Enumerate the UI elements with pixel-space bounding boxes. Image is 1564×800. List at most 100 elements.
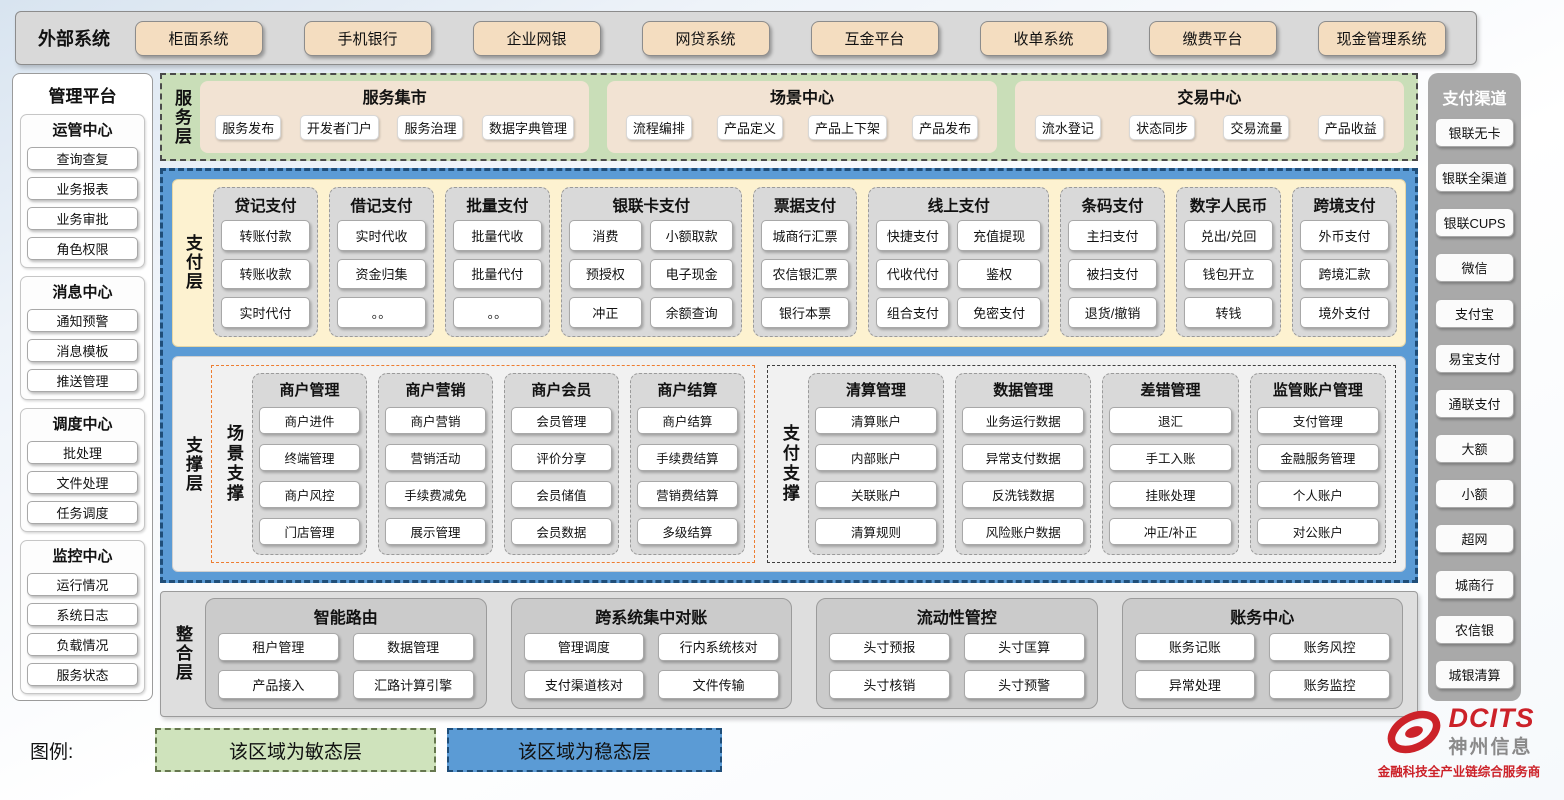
management-item-button[interactable]: 推送管理: [27, 369, 138, 392]
support-item-button[interactable]: 个人账户: [1256, 481, 1379, 508]
integration-item-button[interactable]: 行内系统核对: [658, 632, 779, 661]
support-item-button[interactable]: 对公账户: [1256, 518, 1379, 545]
support-item-button[interactable]: 清算账户: [814, 407, 938, 434]
support-item-button[interactable]: 反洗钱数据: [962, 481, 1085, 508]
payment-item-button[interactable]: 主扫支付: [1068, 220, 1158, 251]
payment-item-button[interactable]: 外币支付: [1300, 220, 1389, 251]
integration-item-button[interactable]: 异常处理: [1134, 670, 1256, 699]
service-item-button[interactable]: 产品上下架: [808, 115, 888, 140]
payment-item-button[interactable]: 充值提现: [957, 220, 1042, 251]
integration-item-button[interactable]: 汇路计算引擎: [352, 670, 474, 699]
support-item-button[interactable]: 冲正/补正: [1109, 518, 1232, 545]
payment-item-button[interactable]: 境外支付: [1300, 297, 1389, 328]
payment-item-button[interactable]: 被扫支付: [1068, 258, 1158, 290]
integration-item-button[interactable]: 头寸预警: [963, 670, 1085, 699]
support-item-button[interactable]: 门店管理: [259, 518, 360, 545]
payment-item-button[interactable]: 兑出/兑回: [1184, 220, 1273, 251]
management-item-button[interactable]: 查询查复: [27, 147, 138, 170]
external-system-button[interactable]: 缴费平台: [1148, 20, 1277, 56]
management-item-button[interactable]: 业务报表: [27, 177, 138, 200]
payment-item-button[interactable]: 余额查询: [649, 297, 734, 328]
payment-channel-button[interactable]: 易宝支付: [1435, 343, 1514, 373]
service-item-button[interactable]: 流水登记: [1034, 115, 1101, 140]
payment-item-button[interactable]: 跨境汇款: [1300, 258, 1389, 290]
payment-item-button[interactable]: 批量代收: [452, 220, 542, 251]
payment-item-button[interactable]: 消费: [568, 220, 642, 251]
support-item-button[interactable]: 评价分享: [510, 444, 612, 471]
payment-channel-button[interactable]: 支付宝: [1435, 298, 1514, 328]
payment-item-button[interactable]: 组合支付: [876, 297, 950, 328]
support-item-button[interactable]: 异常支付数据: [962, 444, 1085, 471]
management-item-button[interactable]: 通知预警: [27, 309, 138, 332]
external-system-button[interactable]: 现金管理系统: [1317, 20, 1446, 56]
payment-channel-button[interactable]: 银联无卡: [1435, 118, 1514, 147]
payment-item-button[interactable]: 代收代付: [876, 258, 950, 290]
payment-item-button[interactable]: 。。: [336, 297, 426, 328]
integration-item-button[interactable]: 头寸匡算: [963, 632, 1085, 661]
integration-item-button[interactable]: 头寸预报: [829, 632, 950, 661]
support-item-button[interactable]: 关联账户: [814, 481, 938, 508]
service-item-button[interactable]: 产品发布: [912, 115, 979, 140]
management-item-button[interactable]: 角色权限: [27, 237, 138, 260]
external-system-button[interactable]: 互金平台: [810, 20, 939, 56]
management-item-button[interactable]: 服务状态: [27, 663, 138, 686]
payment-item-button[interactable]: 钱包开立: [1184, 258, 1273, 290]
payment-item-button[interactable]: 银行本票: [760, 297, 850, 328]
management-item-button[interactable]: 文件处理: [27, 471, 138, 494]
support-item-button[interactable]: 营销活动: [384, 444, 486, 471]
payment-channel-button[interactable]: 城商行: [1435, 569, 1514, 599]
support-item-button[interactable]: 终端管理: [259, 444, 360, 471]
payment-channel-button[interactable]: 银联全渠道: [1435, 163, 1514, 193]
payment-item-button[interactable]: 。。: [452, 297, 542, 328]
support-item-button[interactable]: 业务运行数据: [962, 407, 1085, 434]
payment-item-button[interactable]: 冲正: [568, 297, 642, 328]
payment-item-button[interactable]: 预授权: [568, 258, 642, 290]
service-item-button[interactable]: 产品收益: [1317, 115, 1384, 140]
service-item-button[interactable]: 服务治理: [397, 115, 464, 140]
management-item-button[interactable]: 系统日志: [27, 603, 138, 626]
payment-item-button[interactable]: 实时代收: [336, 220, 426, 251]
management-item-button[interactable]: 批处理: [27, 441, 138, 464]
payment-channel-button[interactable]: 银联CUPS: [1435, 208, 1514, 238]
payment-item-button[interactable]: 鉴权: [957, 258, 1042, 290]
payment-item-button[interactable]: 批量代付: [452, 258, 542, 290]
integration-item-button[interactable]: 管理调度: [523, 632, 645, 661]
support-item-button[interactable]: 商户风控: [259, 481, 360, 508]
payment-item-button[interactable]: 转账付款: [221, 220, 310, 251]
integration-item-button[interactable]: 租户管理: [218, 632, 339, 661]
support-item-button[interactable]: 多级结算: [636, 518, 738, 545]
payment-channel-button[interactable]: 超网: [1435, 524, 1514, 554]
integration-item-button[interactable]: 账务监控: [1269, 670, 1390, 699]
management-item-button[interactable]: 业务审批: [27, 207, 138, 230]
payment-channel-button[interactable]: 大额: [1435, 434, 1514, 464]
service-item-button[interactable]: 数据字典管理: [482, 115, 575, 140]
service-item-button[interactable]: 交易流量: [1223, 115, 1290, 140]
integration-item-button[interactable]: 文件传输: [658, 670, 779, 699]
service-item-button[interactable]: 流程编排: [625, 115, 692, 140]
support-item-button[interactable]: 商户营销: [384, 407, 486, 434]
external-system-button[interactable]: 手机银行: [303, 20, 432, 56]
external-system-button[interactable]: 网贷系统: [641, 20, 770, 56]
payment-item-button[interactable]: 城商行汇票: [760, 220, 850, 251]
payment-item-button[interactable]: 转账收款: [221, 258, 310, 290]
support-item-button[interactable]: 展示管理: [384, 518, 486, 545]
support-item-button[interactable]: 商户进件: [259, 407, 360, 434]
management-item-button[interactable]: 负载情况: [27, 633, 138, 656]
support-item-button[interactable]: 营销费结算: [636, 481, 738, 508]
payment-item-button[interactable]: 农信银汇票: [760, 258, 850, 290]
integration-item-button[interactable]: 产品接入: [218, 670, 339, 699]
management-item-button[interactable]: 任务调度: [27, 501, 138, 524]
support-item-button[interactable]: 金融服务管理: [1256, 444, 1379, 471]
payment-channel-button[interactable]: 微信: [1435, 253, 1514, 283]
service-item-button[interactable]: 产品定义: [716, 115, 783, 140]
payment-item-button[interactable]: 免密支付: [957, 297, 1042, 328]
support-item-button[interactable]: 内部账户: [814, 444, 938, 471]
integration-item-button[interactable]: 支付渠道核对: [523, 670, 645, 699]
external-system-button[interactable]: 收单系统: [979, 20, 1108, 56]
payment-item-button[interactable]: 资金归集: [336, 258, 426, 290]
support-item-button[interactable]: 挂账处理: [1109, 481, 1232, 508]
support-item-button[interactable]: 退汇: [1109, 407, 1232, 434]
support-item-button[interactable]: 风险账户数据: [962, 518, 1085, 545]
payment-item-button[interactable]: 转钱: [1184, 297, 1273, 328]
service-item-button[interactable]: 服务发布: [215, 115, 282, 140]
